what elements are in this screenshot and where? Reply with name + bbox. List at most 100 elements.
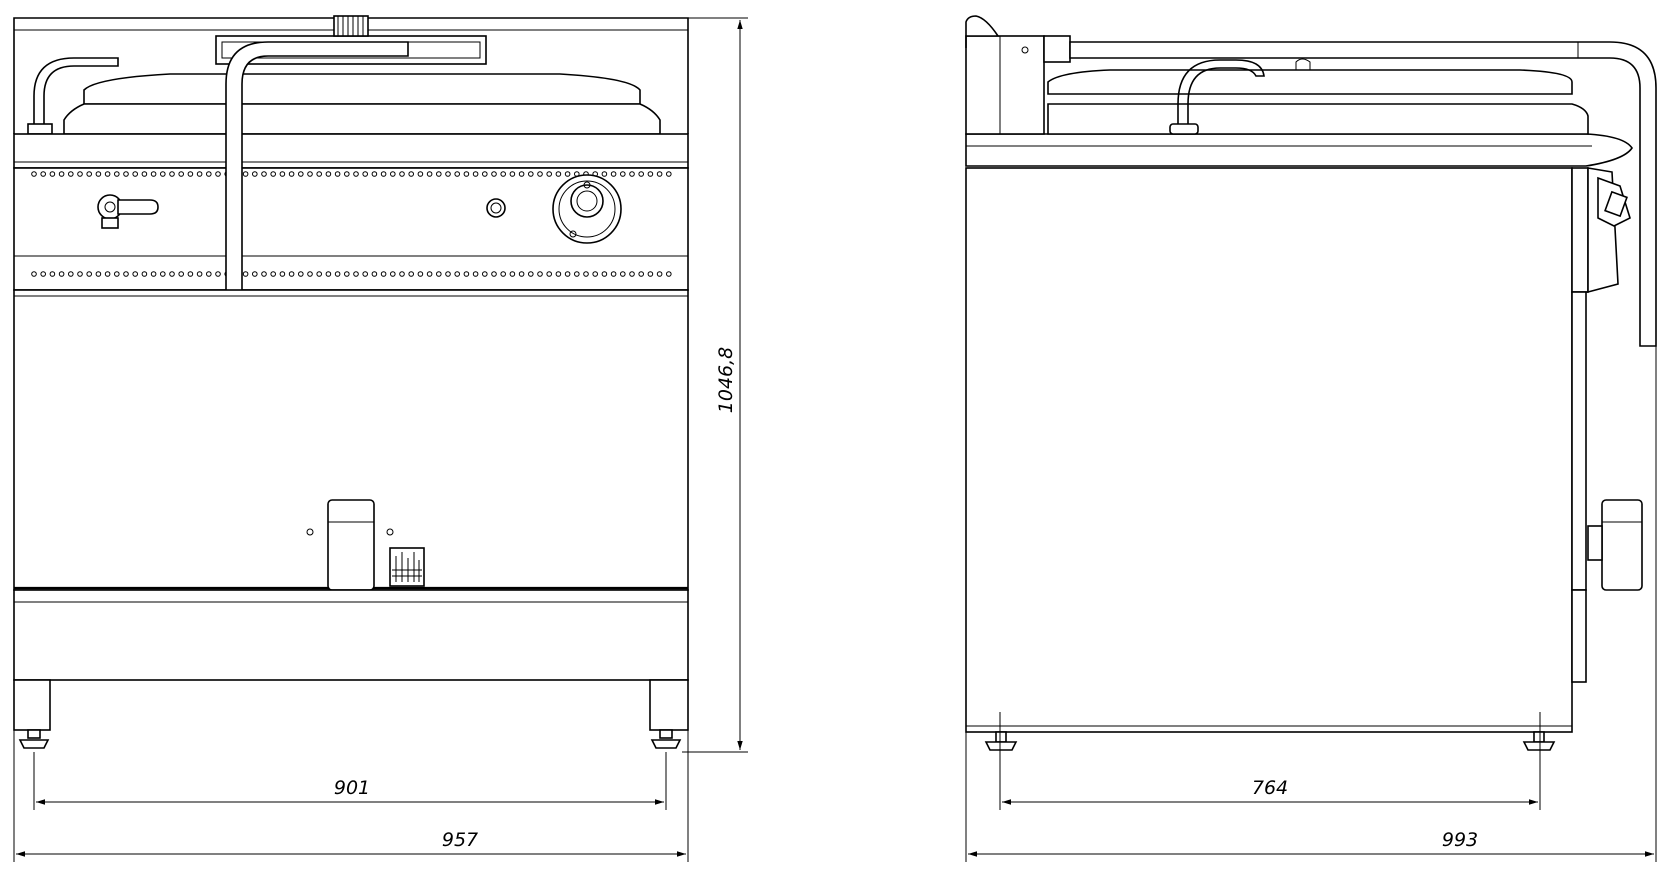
vent-hole bbox=[620, 171, 626, 177]
vent-hole bbox=[141, 271, 148, 277]
vent-hole bbox=[196, 171, 203, 177]
vent-hole bbox=[537, 271, 543, 277]
side-cabinet-body bbox=[965, 167, 1573, 733]
vent-hole bbox=[279, 171, 286, 177]
vent-hole bbox=[123, 171, 129, 177]
vent-hole bbox=[472, 271, 479, 277]
vent-hole bbox=[178, 171, 184, 177]
side-back-column bbox=[965, 35, 1045, 135]
vent-hole bbox=[408, 171, 415, 177]
vent-hole bbox=[491, 171, 497, 177]
vent-hole bbox=[114, 271, 120, 277]
vent-hole bbox=[86, 171, 92, 177]
vent-hole bbox=[472, 171, 479, 177]
vent-hole bbox=[31, 271, 37, 277]
vent-hole bbox=[601, 171, 608, 177]
vent-hole bbox=[252, 171, 258, 177]
front-faucet-pipe bbox=[225, 41, 409, 347]
vent-hole bbox=[307, 271, 313, 277]
side-view: 764 993 bbox=[965, 15, 1657, 862]
vent-hole bbox=[528, 271, 534, 277]
vent-hole bbox=[77, 171, 83, 177]
vent-hole bbox=[546, 271, 553, 277]
side-lid-dome bbox=[1047, 69, 1573, 95]
vent-hole bbox=[288, 171, 295, 177]
vent-hole bbox=[482, 171, 488, 177]
vent-hole bbox=[187, 271, 194, 277]
vent-hole bbox=[298, 171, 304, 177]
vent-hole bbox=[537, 171, 543, 177]
dimension-side-outer: 993 bbox=[965, 346, 1657, 862]
vent-hole bbox=[114, 171, 120, 177]
side-hinge-block bbox=[1043, 35, 1071, 63]
vent-hole bbox=[380, 271, 387, 277]
vent-hole bbox=[390, 271, 396, 277]
vent-hole bbox=[178, 271, 184, 277]
vent-hole bbox=[583, 271, 589, 277]
vent-hole bbox=[500, 271, 507, 277]
vent-hole bbox=[270, 171, 277, 177]
vent-hole bbox=[316, 271, 323, 277]
vent-hole bbox=[160, 271, 166, 277]
vent-hole bbox=[509, 271, 516, 277]
dimension-front-outer: 957 bbox=[13, 680, 689, 862]
vent-hole bbox=[555, 171, 562, 177]
vent-hole bbox=[647, 271, 654, 277]
side-worktop bbox=[965, 133, 1633, 167]
vent-hole bbox=[426, 171, 433, 177]
vent-hole bbox=[160, 171, 166, 177]
vent-hole bbox=[242, 171, 249, 177]
vent-hole bbox=[68, 171, 74, 177]
side-knob-icon bbox=[1597, 176, 1631, 227]
vent-hole bbox=[49, 271, 56, 277]
vent-hole bbox=[426, 271, 433, 277]
side-foot-left-icon bbox=[984, 731, 1018, 751]
side-kettle-body bbox=[1047, 103, 1589, 135]
vent-hole bbox=[279, 271, 286, 277]
side-water-pipe bbox=[1177, 59, 1265, 124]
vent-hole bbox=[518, 271, 525, 277]
vent-hole bbox=[417, 171, 424, 177]
vent-hole bbox=[40, 171, 47, 177]
vent-hole bbox=[307, 171, 313, 177]
vent-hole bbox=[77, 271, 83, 277]
vent-hole bbox=[666, 271, 672, 277]
vent-hole bbox=[187, 171, 194, 177]
side-right-panel-upper bbox=[1571, 291, 1587, 591]
vent-hole bbox=[334, 271, 341, 277]
vent-hole bbox=[445, 171, 451, 177]
vent-hole bbox=[436, 271, 442, 277]
vent-hole bbox=[362, 171, 369, 177]
vent-hole bbox=[169, 171, 175, 177]
vent-hole bbox=[417, 271, 424, 277]
side-right-panel-lower bbox=[1571, 589, 1587, 683]
side-foot-right-icon bbox=[1522, 731, 1556, 751]
vent-hole bbox=[546, 171, 553, 177]
side-back-splash bbox=[965, 15, 1000, 48]
vent-hole bbox=[104, 271, 111, 277]
vent-hole bbox=[123, 271, 129, 277]
vent-hole bbox=[132, 171, 138, 177]
vent-hole bbox=[169, 271, 175, 277]
vent-hole bbox=[399, 171, 405, 177]
front-water-pipe-left bbox=[33, 57, 119, 126]
front-vent-row-top bbox=[31, 171, 672, 177]
vent-hole bbox=[638, 171, 645, 177]
vent-hole bbox=[399, 271, 405, 277]
vent-hole bbox=[371, 271, 378, 277]
front-foot-right-icon bbox=[649, 679, 689, 749]
front-plinth bbox=[13, 589, 689, 681]
vent-hole bbox=[610, 171, 617, 177]
vent-hole bbox=[491, 271, 497, 277]
vent-hole bbox=[390, 171, 396, 177]
vent-hole bbox=[482, 271, 488, 277]
vent-hole bbox=[40, 271, 47, 277]
vent-hole bbox=[31, 171, 37, 177]
dimension-label-side-outer: 993 bbox=[1442, 829, 1478, 851]
vent-hole bbox=[574, 271, 580, 277]
vent-hole bbox=[95, 171, 102, 177]
vent-hole bbox=[68, 271, 74, 277]
front-kettle-body bbox=[63, 103, 661, 135]
vent-hole bbox=[150, 171, 157, 177]
